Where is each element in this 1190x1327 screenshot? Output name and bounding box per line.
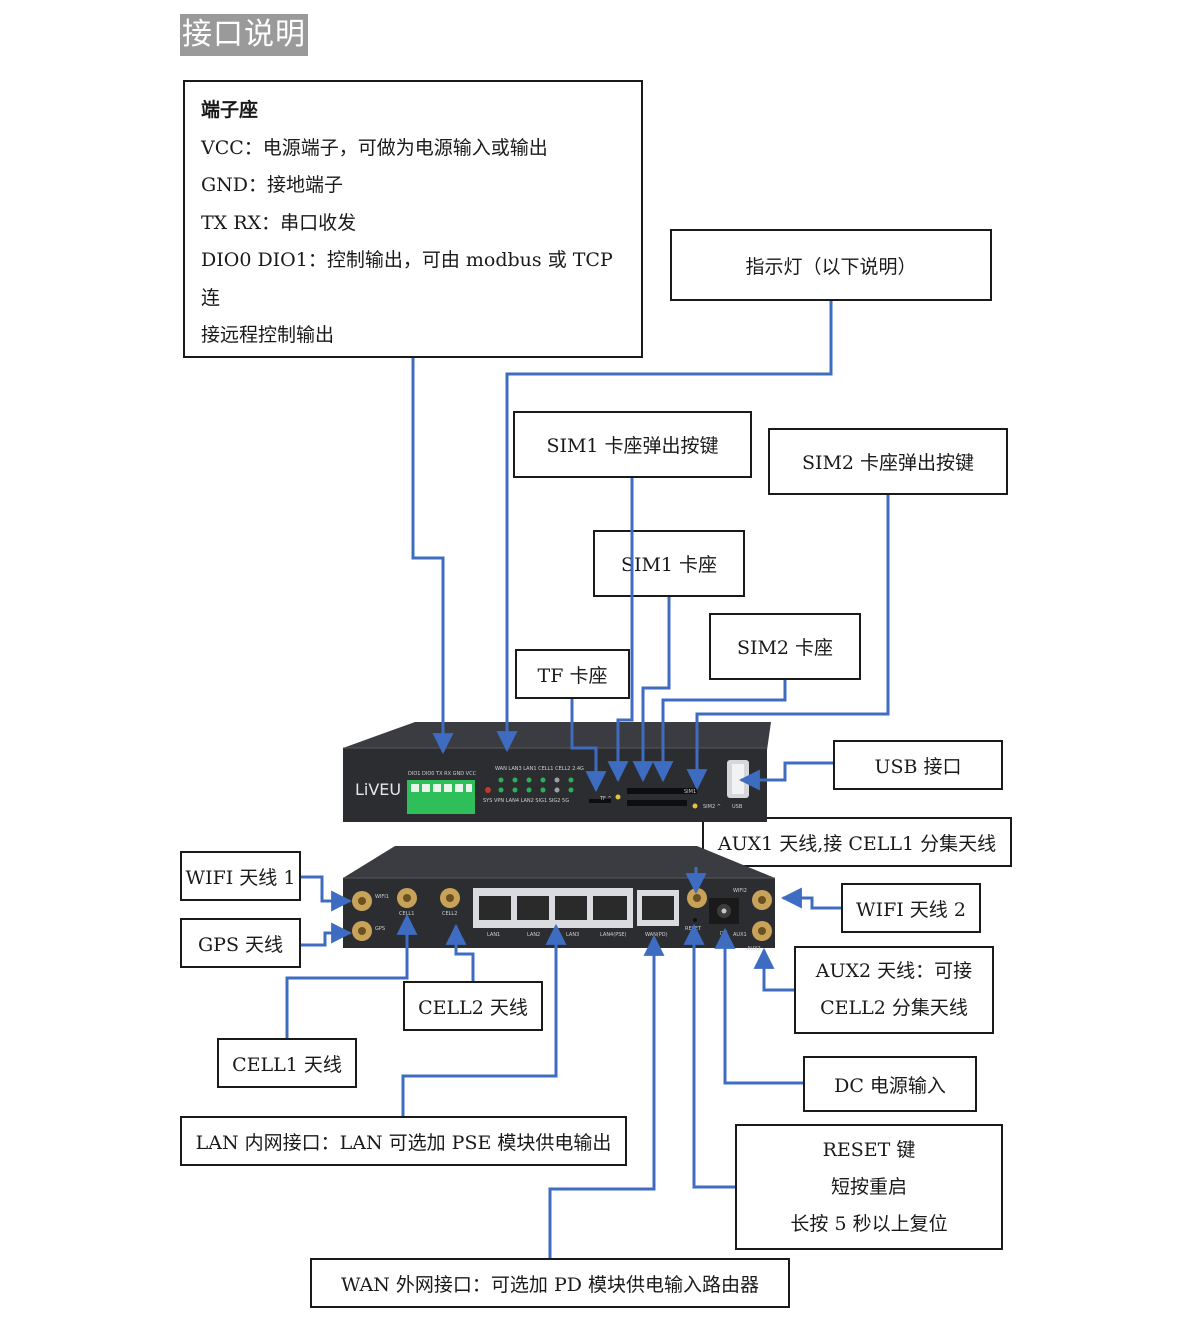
- usb-mark: USB: [732, 804, 743, 810]
- antenna-connector-wifi2: [752, 890, 772, 910]
- reset-label-line: RESET 键: [822, 1138, 916, 1161]
- connector-cell2: [445, 923, 475, 981]
- connector-reset: [683, 923, 735, 1189]
- connector-sim1-eject: [607, 478, 634, 783]
- reset-label-line: 长按 5 秒以上复位: [790, 1212, 948, 1235]
- sim2-eject-label: SIM2 卡座弹出按键: [768, 428, 1008, 495]
- antenna-connector-wifi1: [352, 891, 372, 911]
- reset-pinhole: [693, 918, 697, 922]
- connector-terminal: [411, 358, 454, 755]
- connector-cell1: [285, 913, 418, 1038]
- sim1-slot-label: SIM1 卡座: [593, 530, 745, 597]
- antenna-connector-gps: [352, 921, 372, 941]
- aux2-label-line: CELL2 分集天线: [820, 997, 968, 1019]
- sim1-mark: SIM1: [684, 789, 696, 795]
- lan3-mark: LAN3: [566, 932, 579, 938]
- terminal-pin-labels: DIO1 DIO0 TX RX GND VCC: [408, 771, 477, 777]
- sim2-mark: SIM2 ^: [703, 804, 721, 810]
- sim2-eject-button: [692, 803, 698, 809]
- lan-ports: [479, 896, 627, 920]
- lan2-mark: LAN2: [527, 932, 540, 938]
- sim1-eject-label: SIM1 卡座弹出按键: [513, 411, 752, 478]
- wifi2-mark: WIFI2: [733, 888, 747, 894]
- aux1-mark: AUX1: [733, 932, 747, 938]
- wifi2-label: WIFI 天线 2: [841, 883, 981, 933]
- lan1-mark: LAN1: [487, 932, 500, 938]
- lan-port-label: LAN 内网接口：LAN 可选加 PSE 模块供电输出: [180, 1116, 627, 1166]
- wifi1-mark: WIFI1: [375, 894, 389, 900]
- terminal-line: GND：接地端子: [201, 174, 344, 196]
- gps-label: GPS 天线: [180, 918, 301, 968]
- page-title: 接口说明: [180, 14, 308, 56]
- reset-label-line: 短按重启: [830, 1175, 907, 1198]
- connector-usb: [738, 761, 833, 791]
- sim2-slot: [627, 800, 687, 806]
- terminal-heading: 端子座: [201, 99, 259, 121]
- connector-tf: [570, 699, 607, 793]
- connector-sim2-eject: [686, 495, 890, 791]
- terminal-line: 接远程控制输出: [201, 324, 335, 346]
- cell1-label: CELL1 天线: [217, 1038, 357, 1088]
- usb-label: USB 接口: [833, 740, 1003, 790]
- terminal-line: DIO0 DIO1：控制输出，可由 modbus 或 TCP 连: [201, 249, 613, 309]
- connector-indicator: [496, 301, 833, 753]
- connector-dc: [714, 927, 803, 1085]
- terminal-block-box: 端子座 VCC：电源端子，可做为电源输入或输出 GND：接地端子 TX RX：串…: [183, 80, 643, 358]
- aux1-label: AUX1 天线,接 CELL1 分集天线: [702, 817, 1012, 867]
- indicator-label: 指示灯（以下说明）: [670, 229, 992, 301]
- led-labels-row1: WAN LAN3 LAN1 CELL1 CELL2 2.4G: [495, 766, 584, 772]
- connector-wan: [548, 934, 665, 1258]
- cell2-mark: CELL2: [442, 911, 457, 917]
- lan4-mark: LAN4(PSE): [600, 932, 627, 938]
- sim1-eject-button: [615, 794, 621, 800]
- connector-wifi1: [301, 875, 353, 912]
- indicator-leds: [485, 777, 574, 793]
- antenna-connector-cell2: [440, 888, 460, 908]
- tf-mark: TF ^: [599, 796, 612, 802]
- connector-wifi2: [780, 887, 841, 910]
- terminal-line: TX RX：串口收发: [201, 211, 357, 234]
- connector-sim1-slot: [632, 597, 671, 783]
- gps-mark: GPS: [375, 926, 385, 932]
- antenna-connector-aux2: [752, 921, 772, 941]
- sim2-slot-label: SIM2 卡座: [709, 613, 861, 680]
- cell2-label: CELL2 天线: [403, 981, 543, 1031]
- led-labels-row2: SYS VPN LAN4 LAN2 SIG1 SIG2 5G: [483, 798, 569, 804]
- connector-sim2-slot: [652, 680, 787, 783]
- wifi1-label: WIFI 天线 1: [180, 851, 301, 901]
- terminal-line: VCC：电源端子，可做为电源输入或输出: [201, 136, 548, 159]
- aux2-label-line: AUX2 天线：可接: [815, 960, 973, 982]
- dc-input-label: DC 电源输入: [803, 1056, 977, 1112]
- reset-label: RESET 键 短按重启 长按 5 秒以上复位: [735, 1124, 1003, 1250]
- connector-lan: [401, 923, 567, 1116]
- aux2-label: AUX2 天线：可接 CELL2 分集天线: [794, 946, 994, 1034]
- sim1-slot: [627, 788, 697, 794]
- wan-port-label: WAN 外网接口：可选加 PD 模块供电输入路由器: [310, 1258, 790, 1308]
- tf-slot-label: TF 卡座: [515, 649, 630, 699]
- brand-logo: LiVEU: [355, 780, 401, 799]
- connector-gps: [301, 922, 353, 947]
- antenna-connector-cell1: [397, 888, 417, 908]
- connector-aux2: [753, 947, 794, 992]
- tf-slot: [589, 799, 611, 803]
